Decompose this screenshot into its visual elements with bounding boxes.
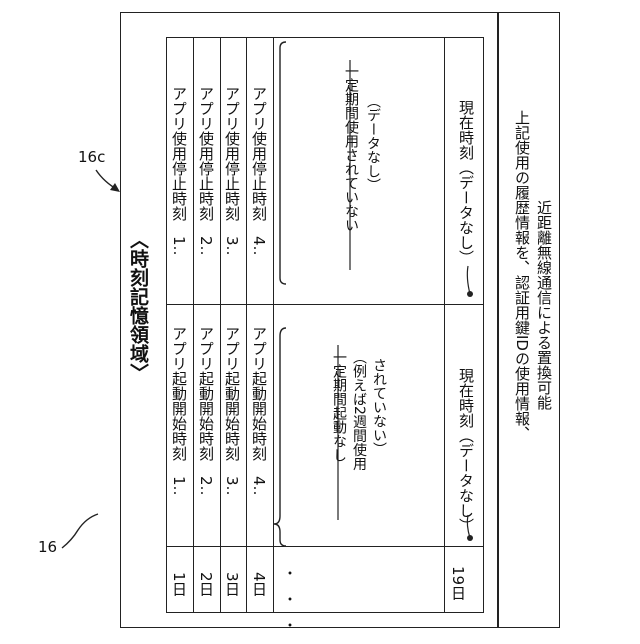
current-time-stop-leader (467, 266, 470, 294)
stop-region-brace (280, 42, 286, 284)
current-time-start-leader (467, 515, 470, 538)
start-region-brace (274, 328, 286, 546)
ref-16c-arrow-head (110, 183, 120, 192)
ref-16-leader (62, 514, 98, 548)
